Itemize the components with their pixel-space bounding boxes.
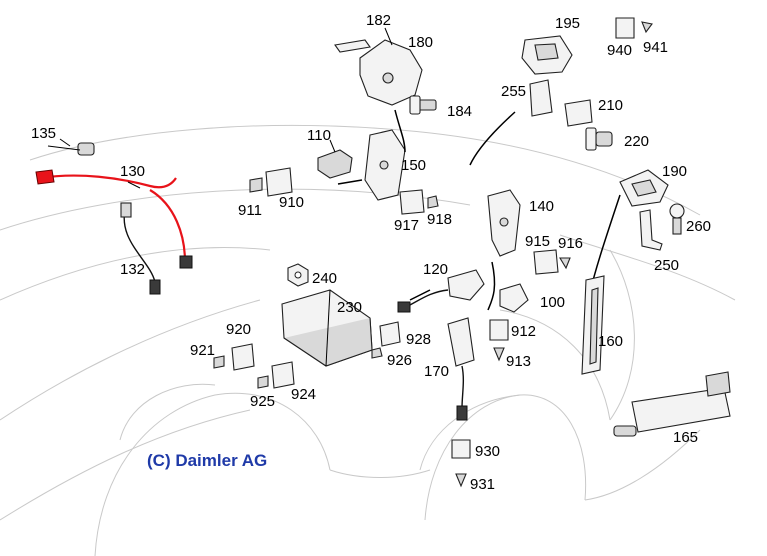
actuator-165	[613, 371, 731, 437]
connector-920	[213, 343, 255, 371]
connector-924	[257, 361, 295, 389]
bracket-250	[639, 209, 663, 251]
part-915	[533, 249, 571, 275]
part-170	[447, 317, 475, 421]
part-917	[399, 189, 439, 215]
part-912	[489, 319, 509, 362]
connector-928	[371, 321, 401, 359]
part-930	[451, 439, 471, 488]
bolt-260	[669, 203, 685, 235]
part-140	[487, 189, 521, 257]
part-135	[47, 138, 95, 156]
part-150	[364, 129, 406, 201]
part-190	[619, 169, 669, 207]
wiring-harness-130	[35, 169, 193, 269]
part-120	[397, 269, 485, 313]
control-unit-230	[281, 289, 373, 367]
copyright-notice: (C) Daimler AG	[147, 451, 268, 470]
part-255	[529, 79, 553, 117]
part-110	[317, 139, 353, 179]
wire-132	[120, 202, 161, 295]
bolt-220	[585, 127, 613, 151]
part-210	[564, 99, 593, 127]
nut-240	[287, 263, 309, 287]
latch-180	[334, 27, 423, 106]
vehicle-outline	[0, 124, 736, 556]
part-910	[249, 167, 293, 197]
part-160	[581, 275, 605, 375]
part-195	[521, 17, 653, 75]
part-100	[499, 283, 529, 313]
bolt-184	[409, 95, 437, 115]
